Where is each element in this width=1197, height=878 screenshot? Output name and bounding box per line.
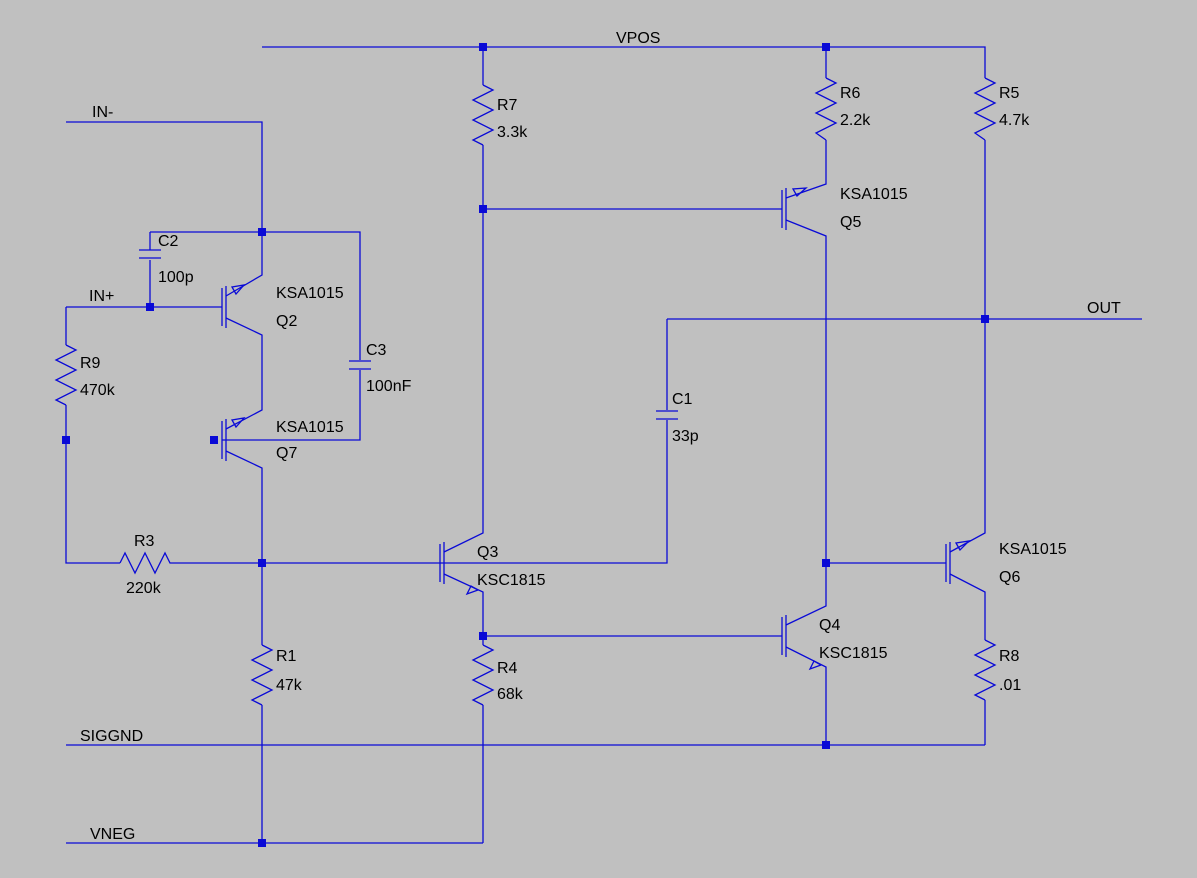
capacitor-c2[interactable]: C2 100p — [139, 233, 194, 286]
net-label-in-plus: IN+ — [89, 288, 114, 305]
transistor-q4-name: Q4 — [819, 617, 840, 634]
capacitor-c2-value: 100p — [158, 269, 194, 286]
resistor-r1-value: 47k — [276, 677, 303, 694]
resistor-r6[interactable]: R6 2.2k — [814, 77, 871, 141]
resistor-r6-value: 2.2k — [840, 112, 871, 129]
resistor-r7[interactable]: R7 3.3k — [471, 84, 528, 146]
transistor-q7-model: KSA1015 — [276, 419, 344, 436]
transistor-q6-name: Q6 — [999, 569, 1020, 586]
junction-dot — [146, 303, 154, 311]
capacitor-c3[interactable]: C3 100nF — [349, 342, 412, 395]
junction-dot — [210, 436, 218, 444]
junction-dot — [258, 559, 266, 567]
capacitor-c1-name: C1 — [672, 391, 693, 408]
resistor-r3-name: R3 — [134, 533, 155, 550]
transistor-q4-model: KSC1815 — [819, 645, 888, 662]
capacitor-c3-name: C3 — [366, 342, 387, 359]
resistor-r3-value: 220k — [126, 580, 162, 597]
transistor-q7[interactable]: KSA1015 Q7 — [221, 405, 344, 475]
junction-dot — [981, 315, 989, 323]
transistor-q6-model: KSA1015 — [999, 541, 1067, 558]
junction-dot — [479, 632, 487, 640]
transistor-q2-model: KSA1015 — [276, 285, 344, 302]
resistor-r1-name: R1 — [276, 648, 297, 665]
resistor-r4-value: 68k — [497, 686, 524, 703]
resistor-r7-value: 3.3k — [497, 124, 528, 141]
resistor-r4[interactable]: R4 68k — [471, 644, 524, 706]
junction-dot — [258, 228, 266, 236]
transistor-q2-name: Q2 — [276, 313, 297, 330]
resistor-r3[interactable]: R3 220k — [119, 533, 175, 597]
resistor-r9-value: 470k — [80, 382, 116, 399]
junction-dot — [479, 205, 487, 213]
resistor-r8[interactable]: R8 .01 — [973, 639, 1021, 701]
transistor-q3[interactable]: Q3 KSC1815 — [439, 527, 546, 598]
net-label-in-minus: IN- — [92, 104, 113, 121]
capacitor-c1-value: 33p — [672, 428, 699, 445]
resistor-r4-name: R4 — [497, 660, 518, 677]
wire-vpos-rail — [262, 46, 986, 78]
resistor-r5[interactable]: R5 4.7k — [973, 77, 1030, 141]
net-label-siggnd: SIGGND — [80, 728, 143, 745]
junction-dot — [258, 839, 266, 847]
junction-dot — [479, 43, 487, 51]
resistor-r5-value: 4.7k — [999, 112, 1030, 129]
transistor-q4[interactable]: Q4 KSC1815 — [781, 600, 888, 675]
junctions — [62, 43, 989, 847]
resistor-r9-name: R9 — [80, 355, 101, 372]
junction-dot — [822, 43, 830, 51]
transistor-q5-model: KSA1015 — [840, 186, 908, 203]
resistor-r6-name: R6 — [840, 85, 861, 102]
resistor-r8-value: .01 — [999, 677, 1021, 694]
resistor-r1[interactable]: R1 47k — [250, 644, 303, 706]
resistor-r7-name: R7 — [497, 97, 518, 114]
resistor-r8-name: R8 — [999, 648, 1020, 665]
net-label-vneg: VNEG — [90, 826, 135, 843]
resistor-r5-name: R5 — [999, 85, 1020, 102]
resistor-r9[interactable]: R9 470k — [54, 344, 116, 406]
capacitor-c3-value: 100nF — [366, 378, 412, 395]
transistor-q3-model: KSC1815 — [477, 572, 546, 589]
net-label-out: OUT — [1087, 300, 1121, 317]
capacitor-c1[interactable]: C1 33p — [656, 391, 699, 445]
net-labels: VPOS IN- IN+ OUT SIGGND VNEG — [80, 30, 1121, 843]
transistor-q3-name: Q3 — [477, 544, 498, 561]
transistor-q6[interactable]: KSA1015 Q6 — [945, 527, 1067, 598]
transistor-q7-name: Q7 — [276, 445, 297, 462]
net-label-vpos: VPOS — [616, 30, 660, 47]
transistor-q5[interactable]: KSA1015 Q5 — [781, 178, 908, 240]
junction-dot — [822, 559, 830, 567]
junction-dot — [62, 436, 70, 444]
transistor-q5-name: Q5 — [840, 214, 861, 231]
junction-dot — [822, 741, 830, 749]
capacitor-c2-name: C2 — [158, 233, 179, 250]
wires — [65, 46, 1142, 844]
transistor-q2[interactable]: KSA1015 Q2 — [221, 268, 344, 342]
